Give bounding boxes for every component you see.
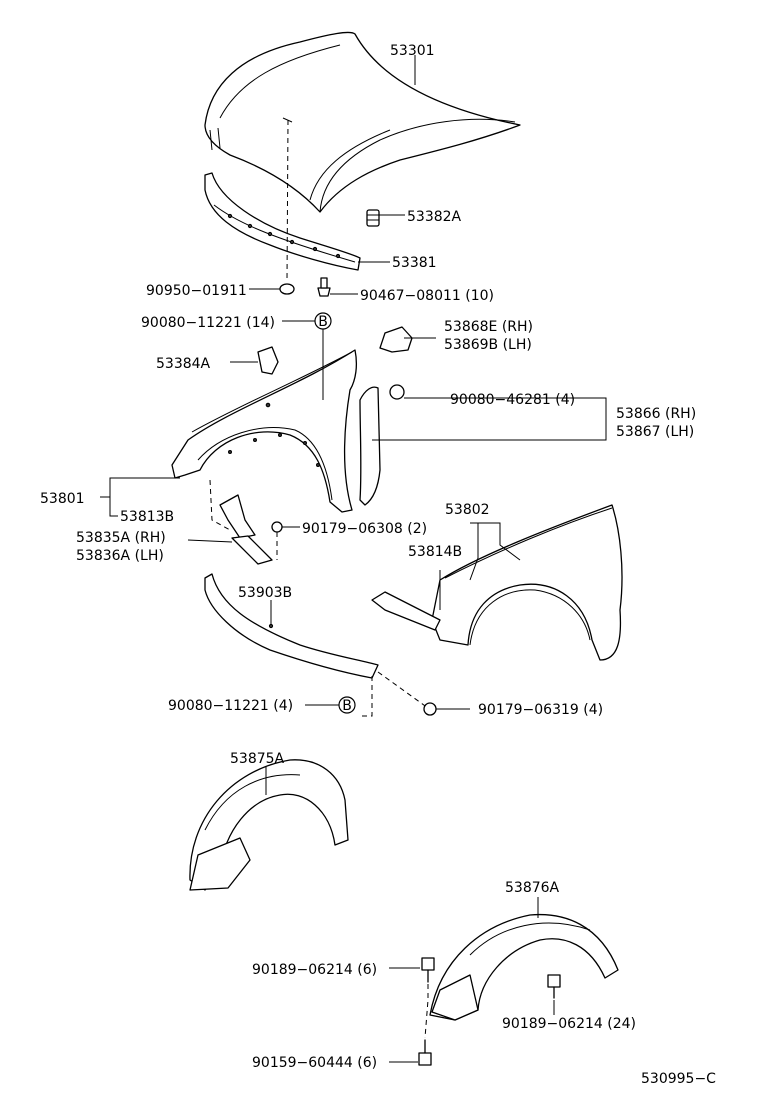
label-90189-06214-6: 90189−06214 (6)	[252, 962, 377, 978]
label-53801: 53801	[40, 491, 85, 507]
label-53876a: 53876A	[505, 880, 560, 896]
nut-90179-06308	[271, 521, 283, 533]
diagram-code: 530995−C	[641, 1071, 716, 1087]
ref-b-bottom-label: B	[342, 698, 352, 714]
label-53384a: 53384A	[156, 356, 211, 372]
label-90080-46281: 90080−46281 (4)	[450, 392, 575, 408]
label-53301: 53301	[390, 43, 435, 59]
reference-circle-b-bottom: B	[338, 696, 356, 714]
label-53813b: 53813B	[120, 509, 174, 525]
label-53875a: 53875A	[230, 751, 285, 767]
fender-bracket-53835a	[231, 535, 273, 565]
label-90159-60444: 90159−60444 (6)	[252, 1055, 377, 1071]
fender-liner-53875a	[189, 759, 349, 891]
reference-circle-b-top: B	[314, 312, 332, 330]
label-53836a: 53836A (LH)	[76, 548, 164, 564]
label-90950-01911: 90950−01911	[146, 283, 247, 299]
label-53903b: 53903B	[238, 585, 292, 601]
clip-90080-46281	[389, 384, 405, 400]
label-53868e: 53868E (RH)	[444, 319, 533, 335]
front-fender-53801	[171, 349, 357, 513]
label-90179-06308: 90179−06308 (2)	[302, 521, 427, 537]
fender-seal-53868e	[379, 326, 413, 353]
hood-cushion-53382a	[366, 209, 380, 227]
leader-lines	[100, 55, 607, 1063]
bolt-90189-06214-left	[421, 957, 435, 983]
label-53814b: 53814B	[408, 544, 462, 560]
fender-reinforcement-53903b	[204, 573, 379, 679]
fender-bracket-53814b	[371, 591, 441, 631]
hood-panel	[204, 31, 521, 213]
label-90467-08011: 90467−08011 (10)	[360, 288, 494, 304]
bolt-90189-06214-right	[547, 974, 561, 999]
fender-bracket-53813b	[219, 494, 256, 539]
label-53867: 53867 (LH)	[616, 424, 694, 440]
label-53835a: 53835A (RH)	[76, 530, 166, 546]
fender-cushion-53384a	[257, 346, 279, 375]
label-53381: 53381	[392, 255, 437, 271]
nut-90179-06319	[423, 702, 437, 716]
front-fender-53802	[431, 504, 623, 661]
label-90179-06319: 90179−06319 (4)	[478, 702, 603, 718]
clip-90467	[317, 277, 331, 297]
fender-liner-53866	[359, 386, 381, 506]
label-53866: 53866 (RH)	[616, 406, 696, 422]
ref-b-top-label: B	[318, 314, 328, 330]
label-53869b: 53869B (LH)	[444, 337, 532, 353]
hood-insulator	[204, 172, 361, 271]
clip-90950	[279, 283, 295, 295]
label-90080-11221-14: 90080−11221 (14)	[141, 315, 275, 331]
fender-liner-53876a	[429, 913, 619, 1021]
bolt-90159-60444	[418, 1039, 432, 1066]
label-53382a: 53382A	[407, 209, 462, 225]
label-90080-11221-4: 90080−11221 (4)	[168, 698, 293, 714]
label-53802: 53802	[445, 502, 490, 518]
label-90189-06214-24: 90189−06214 (24)	[502, 1016, 636, 1032]
